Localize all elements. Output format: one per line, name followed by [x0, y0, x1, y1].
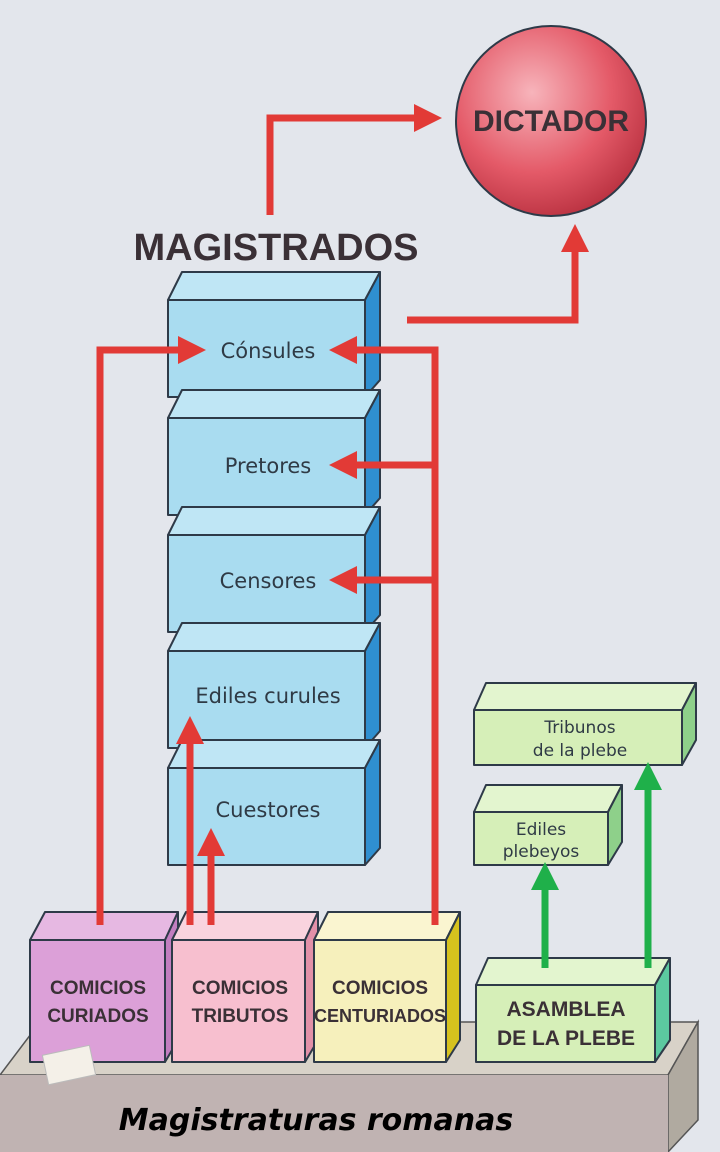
- block-ediles-plebeyos: Ediles plebeyos: [473, 784, 623, 866]
- block-asamblea-plebe: ASAMBLEA DE LA PLEBE: [475, 957, 671, 1063]
- assembly-line1: COMICIOS: [50, 978, 146, 999]
- dictator-node: DICTADOR: [455, 25, 647, 217]
- assembly-line1: COMICIOS: [332, 978, 428, 999]
- arrow-magistrados-to-dictador: [266, 104, 442, 215]
- assembly-line2: DE LA PLEBE: [497, 1027, 635, 1050]
- block-cuestores: Cuestores: [167, 739, 381, 866]
- assembly-line2: CURIADOS: [47, 1006, 148, 1027]
- magistrate-label: Censores: [220, 569, 317, 593]
- caption: Magistraturas romanas: [119, 1103, 514, 1138]
- magistrate-label: Pretores: [225, 454, 312, 478]
- arrow-consules-to-dictador: [407, 224, 589, 324]
- magistrate-label: Ediles curules: [195, 684, 340, 708]
- block-comicios-tributos: COMICIOS TRIBUTOS: [171, 911, 319, 1063]
- ticket-illustration: [41, 1044, 97, 1086]
- block-consules: Cónsules: [167, 271, 381, 398]
- magistrates-stack: Cónsules Pretores Censores Ediles curule…: [167, 271, 381, 866]
- block-comicios-curiados: COMICIOS CURIADOS: [29, 911, 179, 1086]
- ediles-plebeyos-line2: plebeyos: [503, 842, 580, 862]
- tribunos-line2: de la plebe: [533, 741, 627, 761]
- block-comicios-centuriados: COMICIOS CENTURIADOS: [313, 911, 461, 1063]
- block-tribunos: Tribunos de la plebe: [473, 682, 697, 766]
- red-arrows: [96, 104, 589, 925]
- magistrate-label: Cónsules: [221, 339, 316, 363]
- assembly-line2: CENTURIADOS: [314, 1006, 446, 1026]
- green-arrows: [531, 762, 662, 968]
- magistrate-label: Cuestores: [216, 798, 321, 822]
- assembly-line1: ASAMBLEA: [507, 998, 626, 1021]
- arrow-centuriados-to-consules: [329, 336, 439, 925]
- block-ediles-curules: Ediles curules: [167, 622, 381, 749]
- ediles-plebeyos-line1: Ediles: [516, 820, 566, 840]
- assembly-line2: TRIBUTOS: [192, 1006, 289, 1027]
- tribunos-line1: Tribunos: [543, 718, 615, 738]
- assembly-line1: COMICIOS: [192, 978, 288, 999]
- magistrados-title: MAGISTRADOS: [134, 227, 419, 269]
- block-censores: Censores: [167, 506, 381, 633]
- block-pretores: Pretores: [167, 389, 381, 516]
- dictator-label: DICTADOR: [473, 105, 629, 138]
- arrow-curiados-to-consules: [96, 336, 206, 925]
